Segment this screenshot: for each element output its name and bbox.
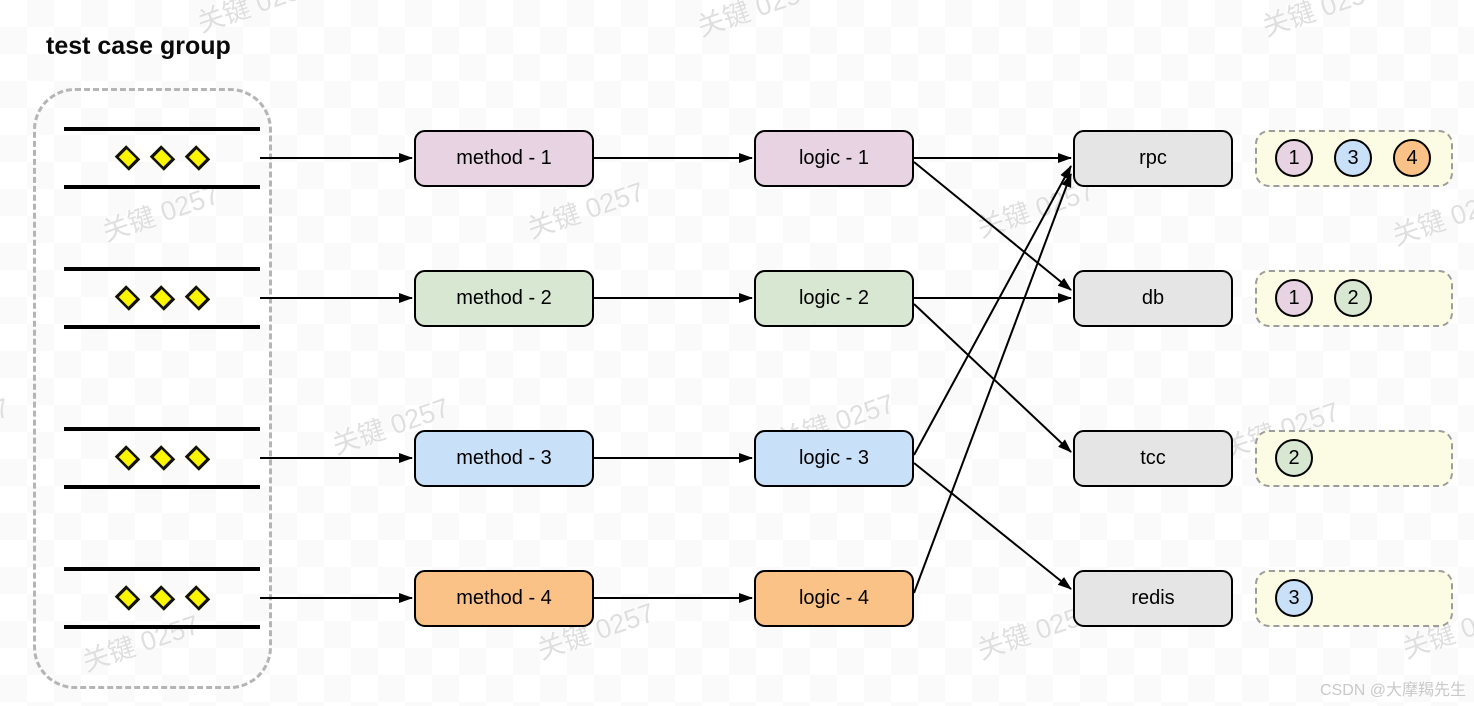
page-title: test case group (46, 32, 231, 60)
logic-node: logic - 2 (754, 269, 914, 327)
diamond-icon (114, 145, 140, 171)
badge-circle: 1 (1275, 139, 1313, 177)
method-node: method - 1 (414, 129, 594, 187)
badge-circle: 2 (1334, 279, 1372, 317)
diamond-icon (114, 585, 140, 611)
watermark-text: 关键 0257 (0, 392, 14, 460)
badge-circle: 4 (1393, 139, 1431, 177)
diamond-icon (184, 145, 210, 171)
badge-group-tcc: 2 (1255, 429, 1453, 487)
edge-arrow (913, 303, 1072, 453)
edge-arrow (913, 462, 1072, 590)
diamond-icon (184, 585, 210, 611)
diamond-icon (149, 445, 175, 471)
logic-node: logic - 4 (754, 569, 914, 627)
track-line (64, 567, 260, 571)
test-case-row (64, 267, 260, 329)
logic-node: logic - 3 (754, 429, 914, 487)
method-node: method - 3 (414, 429, 594, 487)
watermark-text: 关键 0257 (1388, 183, 1474, 252)
badge-group-redis: 3 (1255, 569, 1453, 627)
badge-circle: 1 (1275, 279, 1313, 317)
diamond-strip (64, 145, 260, 171)
badge-circle: 3 (1275, 579, 1313, 617)
track-line (64, 325, 260, 329)
service-node-redis: redis (1073, 569, 1233, 627)
track-line (64, 267, 260, 271)
service-node-tcc: tcc (1073, 429, 1233, 487)
track-line (64, 185, 260, 189)
track-line (64, 127, 260, 131)
diamond-icon (114, 285, 140, 311)
method-node: method - 4 (414, 569, 594, 627)
diamond-icon (149, 145, 175, 171)
track-line (64, 485, 260, 489)
method-node: method - 2 (414, 269, 594, 327)
diamond-icon (184, 445, 210, 471)
diamond-icon (149, 285, 175, 311)
diamond-icon (184, 285, 210, 311)
test-case-row (64, 567, 260, 629)
test-case-row (64, 427, 260, 489)
track-line (64, 625, 260, 629)
service-node-rpc: rpc (1073, 129, 1233, 187)
test-case-row (64, 127, 260, 189)
csdn-credit: CSDN @大摩羯先生 (1319, 682, 1466, 699)
track-line (64, 427, 260, 431)
badge-circle: 3 (1334, 139, 1372, 177)
logic-node: logic - 1 (754, 129, 914, 187)
watermark-text: 关键 0257 (693, 0, 819, 43)
diamond-strip (64, 445, 260, 471)
diamond-strip (64, 285, 260, 311)
diamond-icon (114, 445, 140, 471)
badge-circle: 2 (1275, 439, 1313, 477)
service-node-db: db (1073, 269, 1233, 327)
diamond-strip (64, 585, 260, 611)
diamond-icon (149, 585, 175, 611)
watermark-text: 关键 0257 (1258, 0, 1384, 43)
badge-group-rpc: 1 3 4 (1255, 129, 1453, 187)
badge-group-db: 1 2 (1255, 269, 1453, 327)
test-case-group-container (33, 88, 272, 689)
